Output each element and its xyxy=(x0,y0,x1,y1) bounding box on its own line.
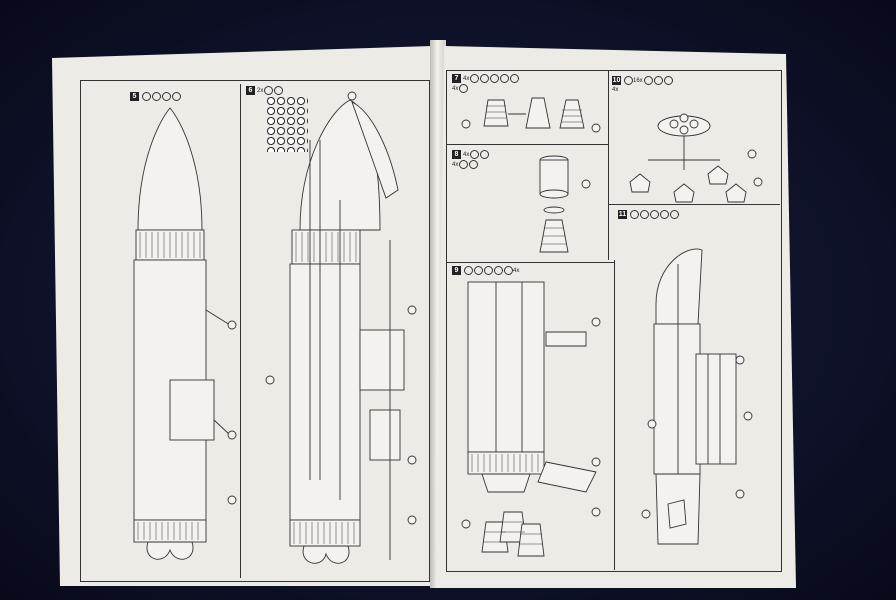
step-5-panel: 5 xyxy=(80,80,240,580)
step-5-parts-callout xyxy=(141,92,181,101)
divider-vertical-top xyxy=(608,70,609,260)
step-7-nozzle-drawing xyxy=(461,97,601,133)
step-10-quantity: 16x xyxy=(633,78,643,85)
step-5-number: 5 xyxy=(130,92,139,101)
step-8-quantity-2: 4x xyxy=(452,162,459,169)
step-10-engine-mount-drawing xyxy=(629,113,763,203)
divider-step10-step11 xyxy=(608,204,780,205)
step-11-parts-callout xyxy=(629,210,679,219)
step-9-parts-callout: 4x xyxy=(463,266,520,275)
right-page-frame xyxy=(446,70,782,572)
step-8-parts-callout: 4x xyxy=(463,150,490,159)
step-11-number: 11 xyxy=(618,210,627,219)
step-6-quantity: 2x xyxy=(257,88,264,95)
right-instruction-page: 7 4x 4x 8 4x 4x 9 4x xyxy=(436,46,796,588)
step-7-panel: 7 4x 4x xyxy=(446,70,608,144)
step-7-quantity-2: 4x xyxy=(452,86,459,93)
step-10-parts-callout: 16x xyxy=(623,76,673,85)
step-6-panel: 6 2x xyxy=(240,80,428,580)
divider-step8-step9 xyxy=(446,262,614,263)
step-9-stage-drawing xyxy=(461,281,601,557)
step-7-parts-callout: 4x xyxy=(463,74,520,83)
step-9-panel: 9 4x xyxy=(446,262,614,570)
step-7-parts-callout-2: 4x xyxy=(452,84,469,93)
step-6-parts-callout: 2x xyxy=(257,86,284,95)
step-9-quantity: 4x xyxy=(513,268,520,275)
divider-step5-step6 xyxy=(240,84,241,578)
left-instruction-page: 5 6 2x xyxy=(52,46,440,586)
step-8-panel: 8 4x 4x xyxy=(446,144,608,262)
step-8-parts-callout-2: 4x xyxy=(452,160,479,169)
step-10-number: 10 xyxy=(612,76,621,85)
step-8-number: 8 xyxy=(452,150,461,159)
step-8-quantity: 4x xyxy=(463,152,470,159)
step-6-parts-grid xyxy=(266,96,308,152)
step-7-number: 7 xyxy=(452,74,461,83)
step-10-parts-callout-2: 4x xyxy=(612,86,618,94)
step-6-number: 6 xyxy=(246,86,255,95)
divider-vertical-bottom xyxy=(614,260,615,570)
step-5-rocket-drawing xyxy=(133,107,237,560)
divider-step7-step8 xyxy=(446,144,608,145)
step-11-panel: 11 xyxy=(608,204,780,570)
step-10-quantity-2: 4x xyxy=(612,87,619,93)
step-10-panel: 10 16x 4x xyxy=(608,70,780,204)
step-8-engine-drawing xyxy=(539,155,591,253)
step-9-number: 9 xyxy=(452,266,461,275)
step-11-booster-drawing xyxy=(641,248,753,545)
step-7-quantity: 4x xyxy=(463,76,470,83)
left-page-frame xyxy=(80,80,430,582)
step-6-rocket-drawing xyxy=(265,91,417,564)
